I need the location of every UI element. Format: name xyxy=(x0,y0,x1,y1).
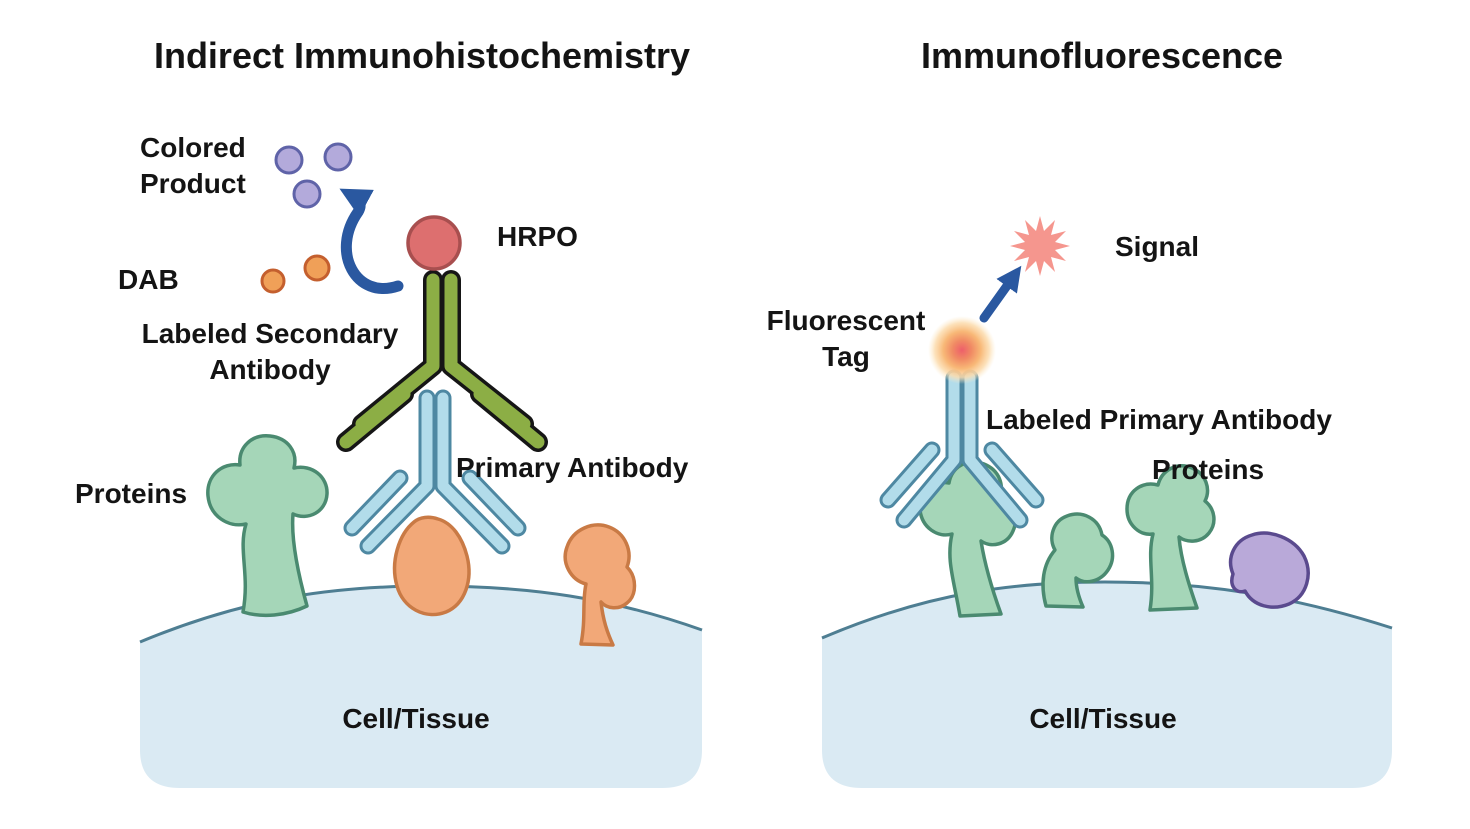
left-panel-title: Indirect Immunohistochemistry xyxy=(153,35,691,76)
antigen-orange-left-shape xyxy=(392,515,471,617)
label-dab: DAB xyxy=(118,264,179,295)
secondary-antibody-shape xyxy=(336,270,548,452)
protein-purple-right-shape xyxy=(1228,531,1310,609)
protein-green-left-shape xyxy=(206,434,329,618)
label-primary-antibody: Primary Antibody xyxy=(456,452,689,483)
primary-antibody-left-shape xyxy=(343,389,527,555)
hrpo-enzyme-shape xyxy=(406,215,462,271)
product-dot xyxy=(323,142,353,172)
protein-green-right-c-shape xyxy=(1125,464,1216,612)
label-signal: Signal xyxy=(1115,231,1200,262)
protein-green-right-b-shape xyxy=(1041,512,1115,609)
label-hrpo: HRPO xyxy=(497,221,578,252)
cell-tissue-left-shape xyxy=(139,584,703,788)
label-proteins-left: Proteins xyxy=(75,478,188,509)
product-dot xyxy=(274,145,304,175)
label-cell-tissue-right: Cell/Tissue xyxy=(1029,703,1177,734)
label-proteins-right: Proteins xyxy=(1152,454,1265,485)
product-dot xyxy=(292,179,322,209)
label-fluorescent-tag: Fluorescent Tag xyxy=(766,305,926,373)
label-colored-product: Colored Product xyxy=(140,132,246,200)
reaction-arrow xyxy=(339,188,404,294)
dab-dot xyxy=(303,254,331,282)
label-labeled-primary-antibody: Labeled Primary Antibody xyxy=(986,404,1332,435)
signal-arrow xyxy=(979,265,1022,323)
label-cell-tissue-left: Cell/Tissue xyxy=(342,703,490,734)
colored-product-dots xyxy=(274,142,353,209)
labeled-primary-antibody-shape xyxy=(879,369,1045,529)
right-panel-title: Immunofluorescence xyxy=(920,35,1284,76)
label-labeled-secondary-antibody: Labeled Secondary Antibody xyxy=(141,318,399,386)
cell-tissue-right-shape xyxy=(821,580,1393,788)
signal-starburst-shape xyxy=(1010,216,1070,276)
dab-dot xyxy=(260,268,286,294)
protein-orange-left-shape xyxy=(563,523,637,647)
fluorescent-tag-shape xyxy=(928,316,996,384)
dab-dots xyxy=(260,254,331,294)
